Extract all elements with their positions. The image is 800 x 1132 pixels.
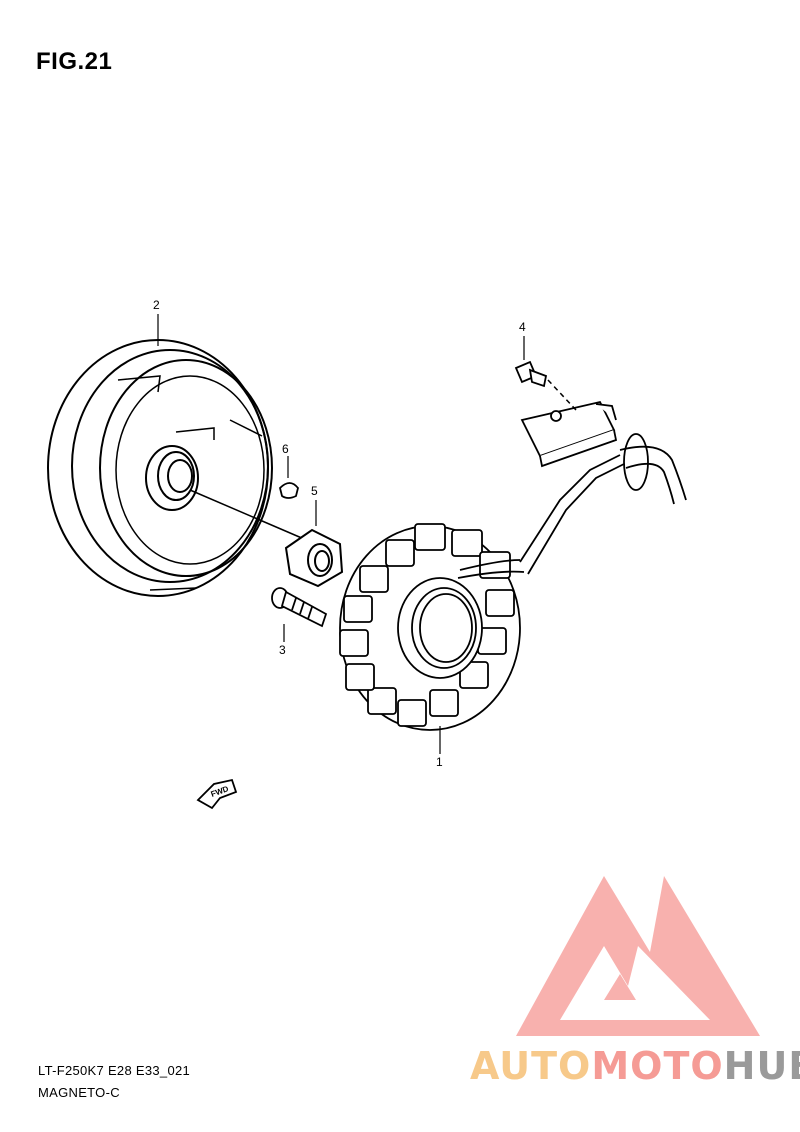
watermark-hub: HUB <box>723 1044 800 1088</box>
wire-harness <box>457 433 687 579</box>
figure-code: LT-F250K7 E28 E33_021 <box>38 1063 191 1078</box>
leader-lines <box>157 314 525 754</box>
rotor <box>47 339 273 597</box>
watermark-logo <box>516 876 760 1036</box>
pickup-bracket <box>520 400 618 468</box>
fwd-arrow: FWD <box>196 778 238 810</box>
figure-title: FIG.21 <box>36 48 113 75</box>
callout-6: 6 <box>282 442 289 456</box>
bolt-3 <box>271 587 328 628</box>
callout-5: 5 <box>311 484 318 498</box>
screw-4 <box>514 360 548 388</box>
callout-4: 4 <box>519 320 526 334</box>
stator <box>339 523 521 731</box>
nut <box>284 528 344 588</box>
figure-name: MAGNETO-C <box>38 1085 120 1100</box>
callout-3: 3 <box>279 643 286 657</box>
key <box>279 482 299 499</box>
watermark-text: AUTOMOTOHUB <box>470 1044 800 1088</box>
watermark-auto: AUTO <box>470 1044 592 1088</box>
callout-2: 2 <box>153 298 160 312</box>
watermark-moto: MOTO <box>591 1044 724 1088</box>
callout-1: 1 <box>436 755 443 769</box>
